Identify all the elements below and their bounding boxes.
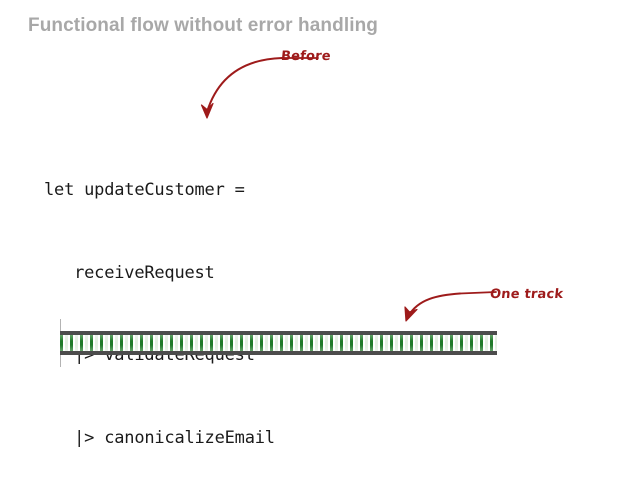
page-title: Functional flow without error handling [28, 15, 378, 36]
one-track-arrow-icon [404, 291, 497, 322]
annotation-label-before: Before [280, 49, 332, 64]
code-line: let updateCustomer = [44, 180, 245, 200]
code-block: let updateCustomer = receiveRequest |> v… [44, 122, 295, 479]
code-line: receiveRequest [44, 262, 215, 283]
rail-bottom [60, 351, 497, 355]
railroad-track [60, 331, 497, 355]
annotation-label-one-track: One track [489, 287, 564, 302]
rail-top [60, 331, 497, 335]
code-line: |> canonicalizeEmail [44, 427, 275, 448]
